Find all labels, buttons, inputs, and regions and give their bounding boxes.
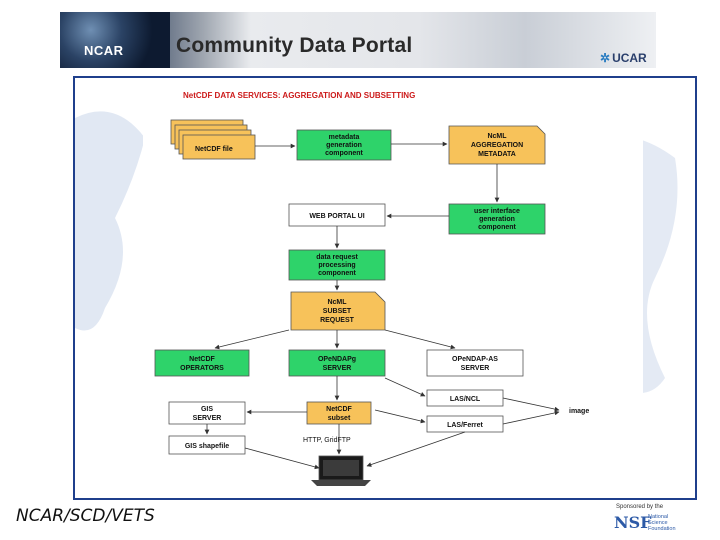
page-title: Community Data Portal <box>176 34 413 57</box>
netcdf-file-label: NetCDF file <box>195 146 233 153</box>
ui-gen-line-3: component <box>478 224 516 231</box>
ui-generation-node: user interface generation component <box>448 203 546 235</box>
netcdf-operators-line-2: OPERATORS <box>180 365 224 372</box>
ucar-logo-text: UCAR <box>612 51 647 65</box>
flow-diagram: NetCDF DATA SERVICES: AGGREGATION AND SU… <box>143 84 643 488</box>
data-request-line-1: data request <box>316 254 358 261</box>
ncar-logo: NCAR <box>84 43 124 58</box>
netcdf-operators-node: NetCDF OPERATORS <box>154 349 250 377</box>
web-portal-ui-node: WEB PORTAL UI <box>288 203 386 227</box>
ncml-subset-node: NcML SUBSET REQUEST <box>290 291 386 331</box>
nsf-name: National Science Foundation <box>648 514 692 532</box>
ncml-subset-line-2: SUBSET <box>323 308 352 315</box>
netcdf-file-node: NetCDF file <box>170 119 256 160</box>
gis-server-line-2: SERVER <box>193 415 222 422</box>
opendap-server-line-2: SERVER <box>323 365 352 372</box>
gis-server-line-1: GIS <box>201 406 213 413</box>
nsf-name-line-3: Foundation <box>648 526 676 532</box>
ncml-subset-line-3: REQUEST <box>320 317 355 324</box>
ucar-logo: ✲UCAR <box>600 51 647 65</box>
gis-server-node: GIS SERVER <box>168 401 246 425</box>
las-ferret-label: LAS/Ferret <box>447 422 483 429</box>
gis-shapefile-label: GIS shapefile <box>185 443 229 450</box>
metadata-generation-node: metadata generation component <box>296 129 392 161</box>
opendap-server-node: OPeNDAPg SERVER <box>288 349 386 377</box>
data-request-line-3: component <box>318 270 356 277</box>
metadata-gen-line-2: generation <box>326 142 362 149</box>
netcdf-operators-line-1: NetCDF <box>189 356 215 363</box>
diagram-title: NetCDF DATA SERVICES: AGGREGATION AND SU… <box>183 91 415 100</box>
ncml-subset-line-1: NcML <box>327 299 347 306</box>
nsf-mark: NSF <box>614 513 652 532</box>
http-gridftp-label: HTTP, GridFTP <box>303 437 351 444</box>
netcdf-subset-line-2: subset <box>328 415 351 422</box>
metadata-gen-line-1: metadata <box>329 134 360 141</box>
data-request-line-2: processing <box>318 262 355 269</box>
ncml-agg-line-2: AGGREGATION <box>471 142 523 149</box>
ucar-star-icon: ✲ <box>600 51 611 65</box>
nsf-name-line-2: Science <box>648 520 668 526</box>
nsf-name-line-1: National <box>648 514 669 520</box>
laptop-icon <box>311 455 371 486</box>
image-label: image <box>569 408 589 415</box>
diagram-panel: NetCDF DATA SERVICES: AGGREGATION AND SU… <box>73 76 697 500</box>
footer-credit: NCAR/SCD/VETS <box>16 506 155 526</box>
header-banner: NCAR Community Data Portal ✲UCAR <box>60 12 656 68</box>
opendap-server-line-1: OPeNDAPg <box>318 356 356 363</box>
las-ferret-node: LAS/Ferret <box>426 415 504 433</box>
opendap-as-line-1: OPeNDAP-AS <box>452 356 498 363</box>
ncml-aggregation-node: NcML AGGREGATION METADATA <box>448 125 546 165</box>
ui-gen-line-1: user interface <box>474 208 520 215</box>
las-ncl-node: LAS/NCL <box>426 389 504 407</box>
nsf-sponsor-text: Sponsored by the <box>616 504 664 510</box>
netcdf-subset-node: NetCDF subset <box>306 401 372 425</box>
web-portal-ui-label: WEB PORTAL UI <box>309 213 364 220</box>
opendap-as-server-node: OPeNDAP-AS SERVER <box>426 349 524 377</box>
metadata-gen-line-3: component <box>325 150 363 157</box>
globe-image <box>60 12 170 68</box>
ncml-agg-line-1: NcML <box>487 133 507 140</box>
las-ncl-label: LAS/NCL <box>450 396 481 403</box>
ncml-agg-line-3: METADATA <box>478 151 516 158</box>
gis-shapefile-node: GIS shapefile <box>168 435 246 455</box>
flow-arrows <box>204 141 560 470</box>
ui-gen-line-2: generation <box>479 216 515 223</box>
data-request-node: data request processing component <box>288 249 386 281</box>
netcdf-subset-line-1: NetCDF <box>326 406 352 413</box>
opendap-as-line-2: SERVER <box>461 365 490 372</box>
